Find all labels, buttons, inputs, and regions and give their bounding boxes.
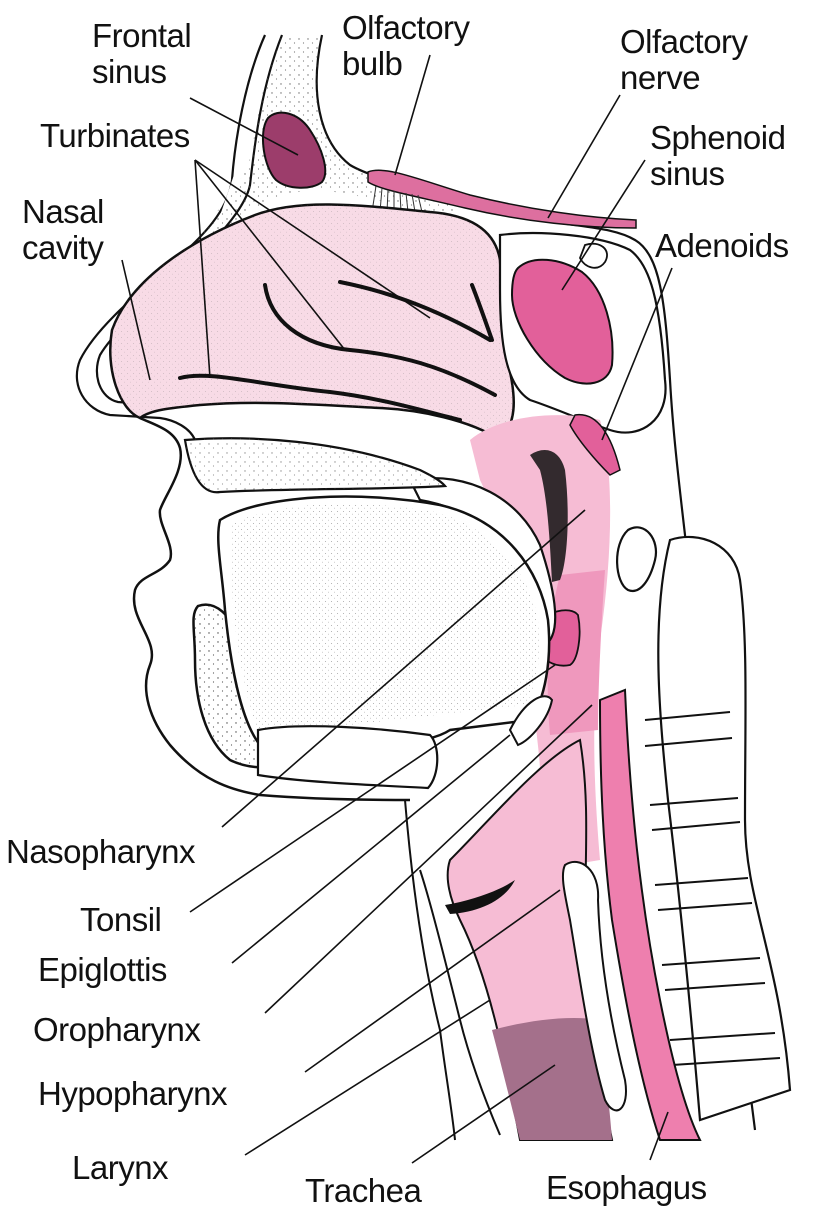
label-turbinates: Turbinates — [40, 117, 190, 154]
label-epiglottis: Epiglottis — [38, 951, 167, 988]
esophagus — [598, 688, 702, 1141]
nasal-cavity-texture — [110, 204, 514, 440]
cervical-spine — [616, 526, 792, 1122]
trachea-region — [492, 1018, 612, 1140]
tongue-texture — [230, 503, 540, 735]
laryngeal-cartilage — [404, 799, 627, 1141]
label-frontal-sinus: Frontal sinus — [92, 17, 192, 90]
vocal-cords — [445, 880, 515, 914]
sphenoid-sinus — [510, 258, 614, 385]
label-tonsil: Tonsil — [80, 901, 162, 938]
label-adenoids: Adenoids — [655, 227, 789, 264]
hyoid-bone — [256, 725, 439, 790]
hard-palate-texture — [185, 438, 445, 493]
label-olfactory-nerve: Olfactory nerve — [620, 23, 748, 96]
label-sphenoid-sinus: Sphenoid sinus — [650, 119, 786, 192]
eustachian-opening — [530, 450, 568, 582]
label-hypopharynx: Hypopharynx — [38, 1075, 227, 1112]
leader-lines — [121, 54, 673, 1164]
label-larynx: Larynx — [72, 1149, 169, 1186]
vertebrae — [644, 711, 781, 1066]
label-nasopharynx: Nasopharynx — [6, 833, 195, 870]
label-nasal-cavity: Nasal cavity — [22, 193, 104, 266]
adenoids — [569, 413, 621, 476]
label-esophagus: Esophagus — [546, 1169, 707, 1206]
label-olfactory-bulb: Olfactory bulb — [342, 9, 470, 82]
epiglottis — [508, 695, 554, 747]
turbinates — [178, 280, 497, 422]
label-oropharynx: Oropharynx — [33, 1011, 201, 1048]
olfactory-nerve — [367, 169, 637, 229]
label-trachea: Trachea — [305, 1172, 422, 1209]
frontal-sinus — [261, 111, 327, 189]
